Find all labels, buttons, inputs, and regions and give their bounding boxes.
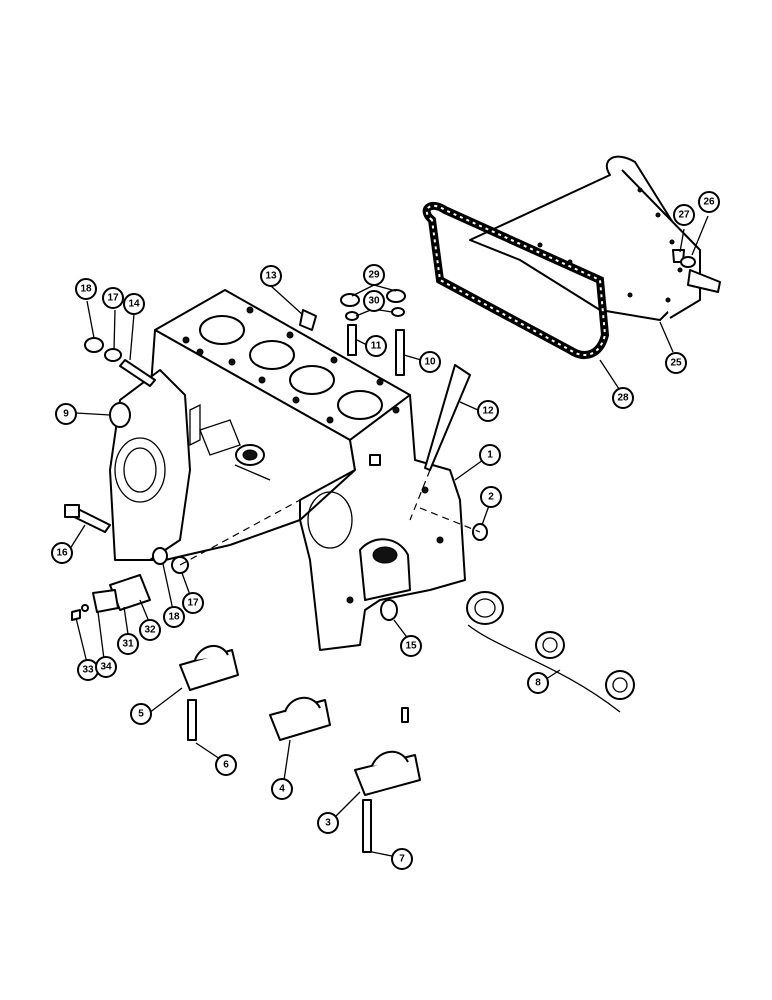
svg-text:9: 9 <box>63 409 69 420</box>
callout-27: 27 <box>673 204 695 226</box>
top-fasteners <box>64 249 696 621</box>
svg-text:1: 1 <box>487 450 493 461</box>
callout-13: 13 <box>260 265 282 287</box>
callout-10: 10 <box>419 351 441 373</box>
callout-34: 34 <box>95 656 117 678</box>
svg-text:17: 17 <box>187 598 199 609</box>
cylinder-block <box>109 289 466 651</box>
svg-text:17: 17 <box>107 293 119 304</box>
svg-text:34: 34 <box>100 662 112 673</box>
callout-17-top: 17 <box>102 287 124 309</box>
svg-text:3: 3 <box>325 818 331 829</box>
callout-16: 16 <box>51 542 73 564</box>
callout-15: 15 <box>400 635 422 657</box>
svg-text:28: 28 <box>617 393 629 404</box>
callout-25: 25 <box>665 352 687 374</box>
callout-4: 4 <box>271 778 293 800</box>
svg-text:11: 11 <box>371 341 382 352</box>
callout-12: 12 <box>477 400 499 422</box>
svg-text:30: 30 <box>368 296 380 307</box>
callout-7: 7 <box>391 848 413 870</box>
svg-text:8: 8 <box>535 678 541 689</box>
svg-text:16: 16 <box>56 548 68 559</box>
callout-26: 26 <box>698 191 720 213</box>
callout-2: 2 <box>480 486 502 508</box>
svg-text:2: 2 <box>488 492 494 503</box>
callout-5: 5 <box>130 703 152 725</box>
callout-1: 1 <box>479 444 501 466</box>
callout-18-top: 18 <box>75 278 97 300</box>
callout-8: 8 <box>527 672 549 694</box>
callout-28: 28 <box>612 387 634 409</box>
svg-text:15: 15 <box>405 641 417 652</box>
callout-18-bottom: 18 <box>163 606 185 628</box>
main-bearing-caps <box>179 645 421 853</box>
callout-14: 14 <box>123 293 145 315</box>
oil-pan-gasket-assembly <box>422 155 721 359</box>
callout-11: 11 <box>365 335 387 357</box>
svg-text:25: 25 <box>670 358 682 369</box>
svg-text:33: 33 <box>82 665 94 676</box>
svg-text:27: 27 <box>678 210 690 221</box>
svg-text:14: 14 <box>128 299 140 310</box>
callout-9: 9 <box>55 403 77 425</box>
callout-33: 33 <box>77 659 99 681</box>
callout-3: 3 <box>317 812 339 834</box>
callout-30: 30 <box>363 290 385 312</box>
callout-17-bottom: 17 <box>182 592 204 614</box>
svg-text:29: 29 <box>368 270 380 281</box>
svg-text:12: 12 <box>482 406 494 417</box>
callout-29: 29 <box>363 264 385 286</box>
svg-text:7: 7 <box>399 854 405 865</box>
svg-text:18: 18 <box>80 284 92 295</box>
callout-6: 6 <box>215 754 237 776</box>
svg-text:13: 13 <box>265 271 277 282</box>
svg-text:4: 4 <box>279 784 285 795</box>
svg-text:32: 32 <box>144 625 156 636</box>
callout-31: 31 <box>117 633 139 655</box>
svg-text:18: 18 <box>168 612 180 623</box>
svg-text:5: 5 <box>138 709 144 720</box>
callout-32: 32 <box>139 619 161 641</box>
svg-text:26: 26 <box>703 197 715 208</box>
svg-text:6: 6 <box>223 760 229 771</box>
svg-text:31: 31 <box>122 639 134 650</box>
cam-bushings <box>466 591 635 713</box>
leader-lines <box>67 215 709 859</box>
svg-text:10: 10 <box>424 357 436 368</box>
